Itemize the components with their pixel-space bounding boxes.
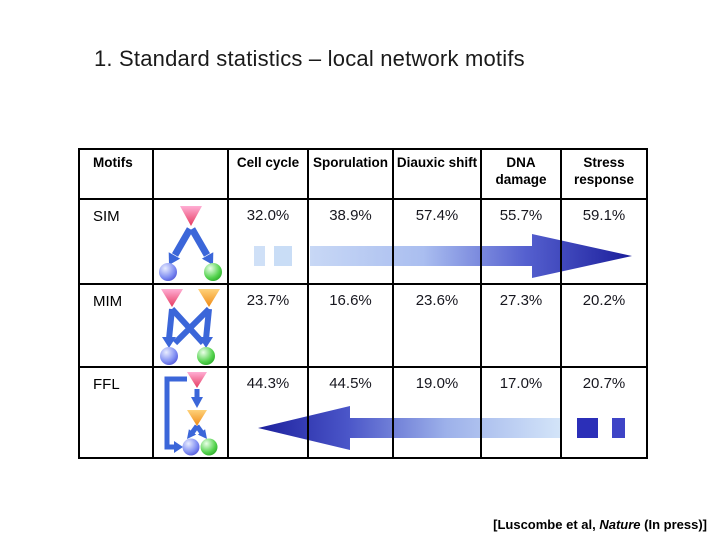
percent-cell: 44.5%	[307, 366, 394, 459]
sim-motif-icon	[159, 206, 222, 281]
percent-cell: 17.0%	[480, 366, 562, 459]
percent-cell: 27.3%	[480, 283, 562, 368]
header-motifs: Motifs	[78, 148, 154, 200]
table-header-row: Motifs Cell cycle Sporulation Diauxic sh…	[78, 148, 648, 200]
table-row-sim: SIM	[78, 198, 648, 285]
ffl-motif-cell	[152, 366, 229, 459]
header-stress-response: Stress response	[560, 148, 648, 200]
header-cell-cycle: Cell cycle	[227, 148, 309, 200]
motif-statistics-table: Motifs Cell cycle Sporulation Diauxic sh…	[78, 148, 648, 459]
header-sporulation: Sporulation	[307, 148, 394, 200]
row-label-sim: SIM	[78, 198, 154, 285]
row-label-mim: MIM	[78, 283, 154, 368]
percent-cell: 23.6%	[392, 283, 482, 368]
row-label-ffl: FFL	[78, 366, 154, 459]
header-diagram	[152, 148, 229, 200]
percent-cell: 38.9%	[307, 198, 394, 285]
citation-suffix: (In press)]	[640, 517, 707, 532]
slide-title: 1. Standard statistics – local network m…	[94, 46, 525, 71]
mim-motif-cell	[152, 283, 229, 368]
table-row-ffl: FFL	[78, 366, 648, 459]
header-dna-damage: DNA damage	[480, 148, 562, 200]
percent-cell: 20.7%	[560, 366, 648, 459]
citation: [Luscombe et al, Nature (In press)]	[493, 517, 707, 532]
percent-cell: 59.1%	[560, 198, 648, 285]
percent-cell: 20.2%	[560, 283, 648, 368]
sim-motif-cell	[152, 198, 229, 285]
header-diauxic-shift: Diauxic shift	[392, 148, 482, 200]
ffl-motif-icon	[164, 372, 218, 456]
percent-cell: 19.0%	[392, 366, 482, 459]
percent-cell: 57.4%	[392, 198, 482, 285]
citation-prefix: [Luscombe et al,	[493, 517, 600, 532]
percent-cell: 16.6%	[307, 283, 394, 368]
percent-cell: 55.7%	[480, 198, 562, 285]
percent-cell: 32.0%	[227, 198, 309, 285]
mim-motif-icon	[160, 289, 220, 365]
percent-cell: 44.3%	[227, 366, 309, 459]
percent-cell: 23.7%	[227, 283, 309, 368]
table-row-mim: MIM	[78, 283, 648, 368]
citation-journal: Nature	[599, 517, 641, 532]
